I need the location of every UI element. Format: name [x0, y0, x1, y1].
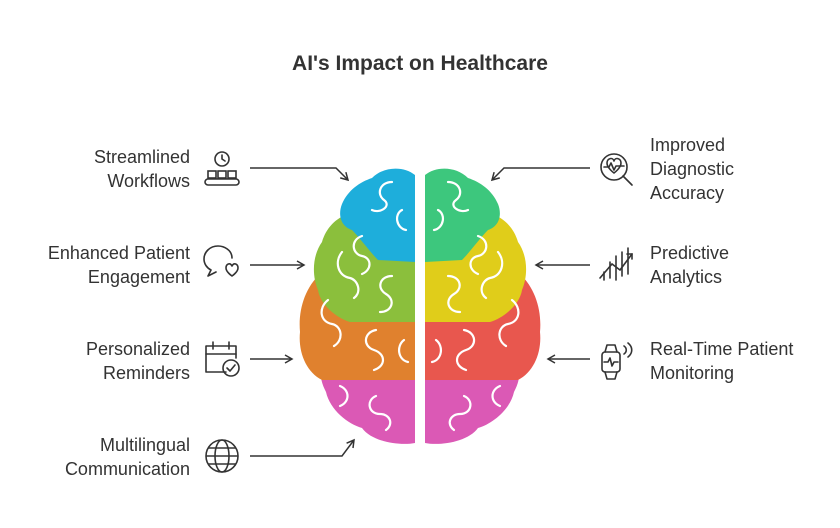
label-improved-diagnostic-accuracy: Improved Diagnostic Accuracy	[650, 135, 735, 203]
brain-segment-pink-right	[425, 372, 519, 444]
brain-segment-blue	[340, 168, 415, 262]
label-streamlined-workflows: Streamlined Workflows	[93, 147, 190, 191]
brain-folds	[320, 180, 520, 432]
label-personalized-reminders: Personalized Reminders	[85, 339, 190, 383]
brain-segment-green	[425, 168, 500, 262]
brain-segment-yellow	[425, 214, 527, 322]
brain-segment-pink	[321, 372, 415, 444]
label-multilingual-communication: Multilingual Communication	[64, 435, 190, 479]
conveyor-clock-icon	[204, 151, 240, 186]
arrow-multilingual-communication	[250, 438, 355, 457]
arrow-improved-diagnostic-accuracy	[490, 167, 590, 182]
calendar-check-icon	[205, 341, 240, 377]
heart-magnifier-icon	[600, 153, 633, 186]
label-real-time-patient-monitoring: Real-Time Patient Monitoring	[650, 339, 794, 383]
globe-icon	[205, 439, 239, 473]
connector-arrows	[250, 167, 590, 457]
page-title: AI's Impact on Healthcare	[292, 52, 548, 75]
trend-chart-icon	[599, 247, 633, 281]
chat-heart-icon	[203, 245, 239, 277]
right-hemisphere	[425, 168, 541, 444]
arrow-streamlined-workflows	[250, 167, 350, 182]
brain-segment-lime	[313, 214, 415, 322]
label-predictive-analytics: Predictive Analytics	[650, 243, 730, 287]
label-enhanced-patient-engagement: Enhanced Patient Engagement	[47, 243, 190, 287]
smartwatch-icon	[601, 342, 633, 380]
left-hemisphere	[299, 168, 415, 444]
